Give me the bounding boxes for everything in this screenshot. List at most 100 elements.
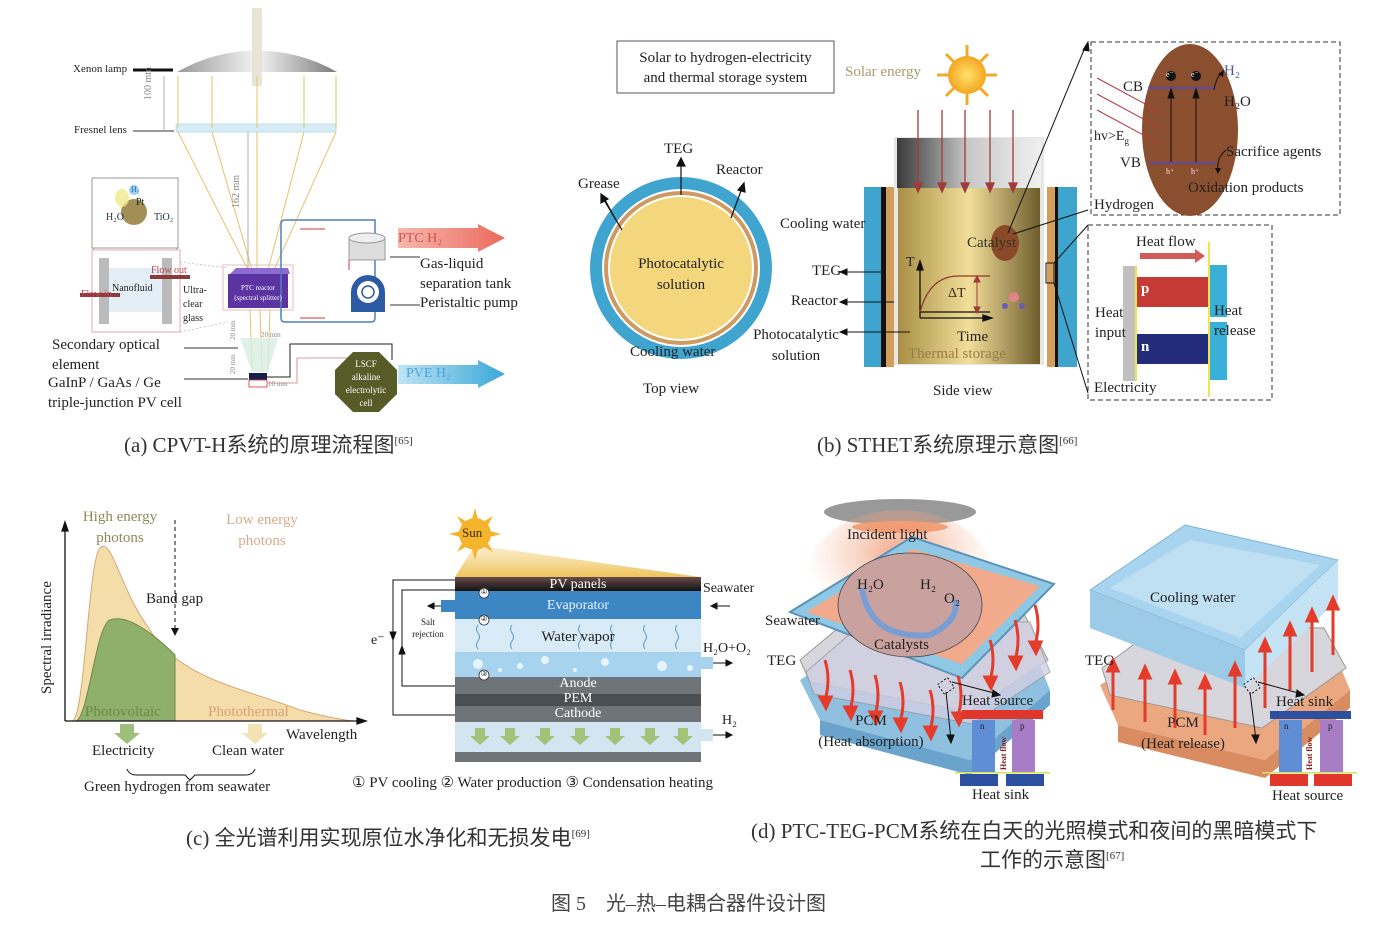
side-view-cap [897, 138, 1041, 188]
label-hv: hv>Eg [1094, 129, 1129, 146]
night-heat-source-bar-right [1314, 774, 1352, 786]
label-h2-d: H₂ [920, 577, 937, 593]
label-pt: Pt [136, 197, 145, 208]
dim-20mm-b: 20 mm [261, 331, 281, 339]
label-xenon-lamp: Xenon lamp [73, 63, 128, 75]
top-label-grease: Grease [578, 176, 620, 192]
caption-panel-a: (a) CPVT-H系统的原理流程图[65] [124, 433, 413, 457]
label-h2-bubble: H₂ [131, 185, 140, 194]
catalyst [991, 225, 1019, 261]
day-heat-source-bar [962, 710, 1043, 719]
label-time-axis: Time [957, 329, 989, 345]
label-heat-sink-day: Heat sink [972, 787, 1030, 803]
evaporator-layer [455, 591, 701, 619]
label-p-night: p [1328, 721, 1333, 731]
label-vb: VB [1120, 155, 1141, 171]
label-clean-water: Clean water [212, 743, 285, 759]
label-n-day: n [980, 721, 985, 731]
panel-b-drawing [590, 40, 1341, 401]
marker-3: ③ [480, 669, 488, 678]
label-band-gap: Band gap [146, 591, 204, 607]
photocatalysis-inset [1090, 41, 1341, 216]
ptc-h2-arrow [398, 224, 505, 252]
label-water-vapor: Water vapor [541, 629, 615, 645]
label-heat-flow-day: Heat flow [999, 736, 1008, 770]
axis-x-label: Wavelength [286, 727, 358, 743]
label-n-type: n [1141, 339, 1150, 355]
lscf-electrolytic-cell [335, 352, 397, 412]
label-seawater-c: Seawater [703, 581, 755, 596]
side-label-reactor: Reactor [791, 293, 838, 309]
top-label-cooling-water: Cooling water [630, 344, 716, 360]
label-delta-t: ΔT [948, 286, 966, 301]
clean-water-arrow [242, 724, 268, 744]
day-heat-sink-bar-right [1006, 774, 1044, 786]
electron-1: e⁻ [1166, 70, 1174, 79]
dim-10mm: 10 mm [268, 380, 288, 388]
label-heat-flow-night: Heat flow [1305, 736, 1314, 770]
label-h2o-o2: H₂O+O₂ [703, 641, 751, 656]
water-vapor-layer [455, 619, 701, 652]
panel-c-drawing [61, 508, 734, 781]
side-label-cooling-water: Cooling water [780, 216, 866, 232]
n-type-leg [1137, 334, 1208, 364]
label-heat-source-day: Heat source [962, 693, 1034, 709]
label-incident-light: Incident light [847, 527, 928, 543]
label-p-day: p [1020, 721, 1025, 731]
side-label-teg: TEG [812, 263, 842, 279]
panel-a-drawing [80, 8, 505, 412]
label-seawater-d: Seawater [765, 613, 820, 629]
night-heat-sink-bar [1270, 711, 1351, 719]
top-label-teg: TEG [664, 141, 694, 157]
label-catalyst: Catalyst [967, 235, 1017, 251]
caption-panel-b: (b) STHET系统原理示意图[66] [817, 433, 1078, 457]
label-electricity-b: Electricity [1094, 380, 1157, 396]
label-ptc-reactor: PTC reactor(spectral splitter) [234, 284, 282, 302]
label-p-type: p [1141, 281, 1150, 297]
heat-flow-arrow [1140, 249, 1205, 263]
label-heat-sink-night: Heat sink [1276, 694, 1334, 710]
label-electron-c: e⁻ [371, 633, 385, 648]
top-label-reactor: Reactor [716, 162, 763, 178]
label-green-hydrogen: Green hydrogen from seawater [84, 779, 271, 795]
sun-icon [937, 45, 997, 105]
label-hydrogen: Hydrogen [1094, 197, 1154, 213]
label-o2-d: O₂ [944, 591, 961, 607]
label-fresnel-lens: Fresnel lens [74, 124, 127, 136]
pem-layer [455, 694, 701, 706]
sun-beam [455, 545, 700, 577]
label-catalysts: Catalysts [874, 637, 929, 653]
panel-d-drawing [787, 499, 1357, 786]
ptc-reactor [228, 274, 288, 308]
label-heat-source-night: Heat source [1272, 788, 1344, 804]
night-heat-source-bar-left [1270, 774, 1308, 786]
label-photovoltaic: Photovoltaic [85, 704, 161, 720]
label-pve-h2: PVE H₂ [406, 366, 451, 381]
anode-layer [455, 677, 701, 694]
caption-panel-c: (c) 全光谱利用实现原位水净化和无损发电[69] [186, 826, 590, 850]
label-flow-out: Flow out [151, 265, 187, 276]
teg-inset [1087, 224, 1273, 401]
label-tio2: TiO₂ [154, 212, 174, 223]
label-heat-flow: Heat flow [1136, 234, 1196, 250]
electron-2: e⁻ [1191, 70, 1199, 79]
label-thermal-storage: Thermal storage [908, 346, 1006, 362]
sun-icon-c [449, 508, 501, 560]
label-pcm-day: PCM(Heat absorption) [818, 713, 924, 750]
marker-1: ① [480, 587, 488, 596]
label-pv-panels: PV panels [549, 577, 607, 592]
label-teg-night: TEG [1085, 653, 1115, 669]
label-cathode: Cathode [554, 706, 602, 721]
caption-panel-d-line1: (d) PTC-TEG-PCM系统在白天的光照模式和夜间的黑暗模式下 [751, 819, 1318, 843]
figure-caption: 图 5 光–热–电耦合器件设计图 [551, 893, 826, 915]
